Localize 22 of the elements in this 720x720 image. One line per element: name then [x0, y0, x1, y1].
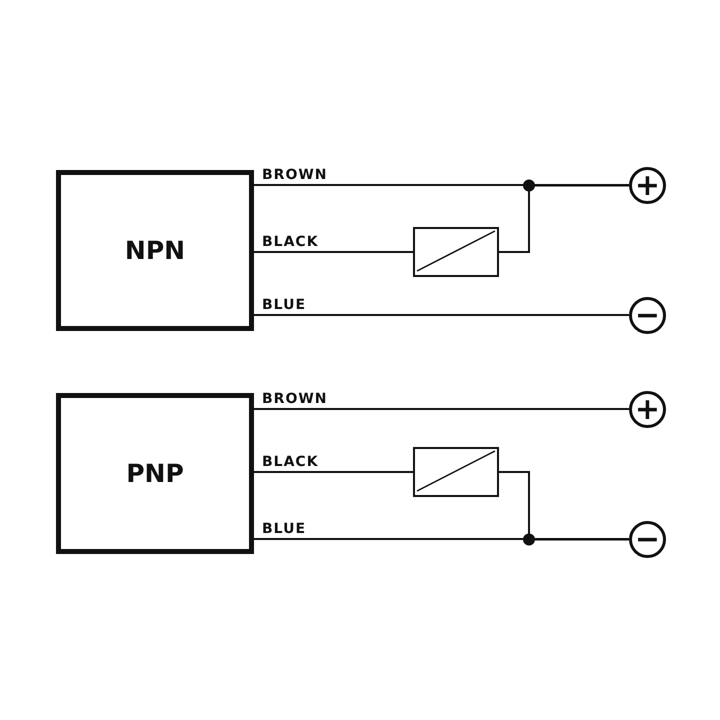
wire: [254, 251, 413, 253]
terminal-circle: −: [629, 521, 666, 558]
wire: [499, 471, 629, 540]
wire-label: BROWN: [262, 167, 328, 183]
wire: [254, 408, 629, 410]
terminal-circle: −: [629, 297, 666, 334]
load-box: [413, 447, 499, 497]
wire: [254, 471, 413, 473]
wire: [254, 538, 629, 540]
wire-label: BROWN: [262, 391, 328, 407]
wire-label: BLACK: [262, 234, 319, 250]
wire: [254, 184, 629, 186]
wire: [499, 184, 629, 253]
terminal-circle: +: [629, 167, 666, 204]
wire-label: BLUE: [262, 297, 306, 313]
sensor-box: NPN: [56, 170, 254, 331]
wire-label: BLACK: [262, 454, 319, 470]
wire-label: BLUE: [262, 521, 306, 537]
terminal-circle: +: [629, 391, 666, 428]
wire: [254, 314, 629, 316]
load-box: [413, 227, 499, 277]
sensor-box: PNP: [56, 393, 254, 554]
